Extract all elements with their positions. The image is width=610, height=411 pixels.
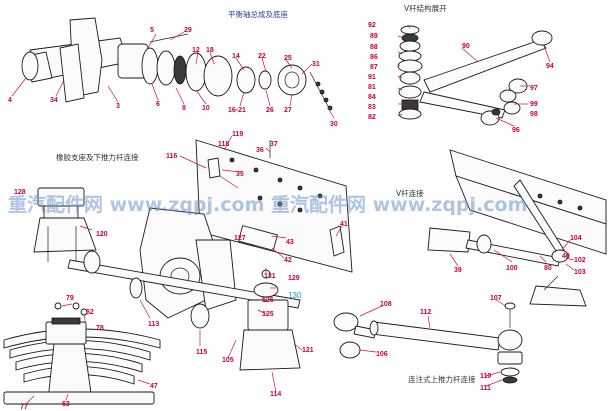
part-label: 97 [530, 85, 538, 92]
part-label: 104 [570, 235, 582, 242]
title-rubber-support: 橡胶支座及下推力杆连接 [56, 152, 139, 162]
part-label: 18 [206, 47, 214, 54]
title-balance-shaft: 平衡轴总成及底座 [228, 9, 288, 19]
part-label: 39 [454, 267, 462, 274]
watermark-text: 重汽配件网 www.zqpj.com 重汽配件网 www.zqpj.com [8, 194, 528, 216]
part-label: 89 [370, 33, 378, 40]
part-label: 16-21 [228, 107, 246, 114]
part-label: 126 [262, 297, 274, 304]
part-label: 31 [312, 61, 320, 68]
part-label: 112 [420, 309, 431, 316]
part-label: 25 [284, 55, 292, 62]
part-label: 121 [302, 347, 314, 354]
part-label: 129 [288, 275, 300, 282]
part-label: 90 [462, 43, 470, 50]
part-label: 100 [506, 265, 518, 272]
part-label: 14 [232, 53, 240, 60]
v-rod-exploded [397, 25, 553, 126]
part-label: 106 [376, 351, 388, 358]
part-label: 92 [368, 22, 376, 29]
part-label: 77 [20, 404, 28, 411]
part-label: 118 [218, 141, 229, 148]
title-v-rod-connection: V杆连接 [396, 188, 424, 198]
part-label: 131 [264, 273, 276, 280]
part-label: 111 [480, 385, 491, 392]
part-label: 98 [530, 111, 538, 118]
part-label: 107 [490, 295, 502, 302]
part-label: 114 [270, 391, 281, 398]
part-labels: 5 29 12 18 14 22 4 34 3 6 8 10 16-21 26 … [8, 22, 586, 411]
frame-rail-plate [195, 139, 353, 273]
part-label: 83 [368, 104, 376, 111]
part-label: 8 [182, 105, 186, 112]
part-label: 125 [262, 311, 274, 318]
part-label: 128 [14, 189, 26, 196]
frame-v-rod-connection [427, 149, 607, 307]
part-label: 3 [116, 103, 120, 110]
part-label: 63 [62, 401, 70, 408]
part-label: 103 [574, 269, 586, 276]
part-label: 127 [234, 235, 246, 242]
upper-thrust-rod [333, 302, 523, 384]
leaf-spring-assembly [3, 302, 161, 405]
part-label: 6 [156, 101, 160, 108]
part-label: 34 [50, 97, 58, 104]
part-label: 22 [258, 53, 266, 60]
part-label: 113 [148, 321, 159, 328]
part-label: 86 [370, 54, 378, 61]
part-label: 5 [150, 27, 154, 34]
rubber-support-assembly [33, 187, 301, 371]
leader-lines [11, 24, 575, 405]
part-label: 78 [96, 325, 104, 332]
part-label: 41 [340, 221, 348, 228]
part-label: 110 [480, 373, 491, 380]
title-upper-thrust-rod: 连注式上推力杆连接 [408, 374, 476, 384]
part-label: 116 [166, 153, 177, 160]
part-label: 62 [86, 309, 94, 316]
part-label: 27 [284, 107, 292, 114]
part-label: 43 [286, 239, 294, 246]
part-label: 10 [202, 105, 210, 112]
part-label: 35 [236, 171, 244, 178]
part-label: 119 [232, 131, 243, 138]
part-label: 81 [368, 84, 376, 91]
part-label: 42 [284, 257, 292, 264]
part-label: 84 [368, 94, 376, 101]
part-label: 94 [546, 63, 554, 70]
part-label: 47 [150, 383, 158, 390]
part-label: 120 [96, 231, 108, 238]
balance-shaft-assembly [21, 17, 333, 111]
part-label: 105 [222, 357, 234, 364]
part-label: 108 [380, 301, 392, 308]
part-label: 29 [184, 27, 192, 34]
part-label: 79 [66, 295, 74, 302]
part-label: 12 [192, 47, 200, 54]
part-label: 80 [544, 265, 552, 272]
title-v-rod-exploded: V杆结构展开 [404, 3, 447, 13]
part-label: 40 [562, 253, 570, 260]
part-label: 26 [266, 107, 274, 114]
part-label: 96 [512, 127, 520, 134]
part-label: 102 [574, 257, 586, 264]
part-label: 30 [330, 121, 338, 128]
part-label: 88 [370, 44, 378, 51]
part-label: 130 [288, 291, 302, 300]
part-label: 115 [196, 349, 207, 356]
part-label: 99 [530, 101, 538, 108]
part-label: 82 [368, 114, 376, 121]
part-label: 4 [8, 97, 12, 104]
part-label: 91 [368, 74, 376, 81]
part-label: 87 [370, 64, 378, 71]
part-label: 36 [256, 147, 264, 154]
part-label: 37 [270, 141, 278, 148]
